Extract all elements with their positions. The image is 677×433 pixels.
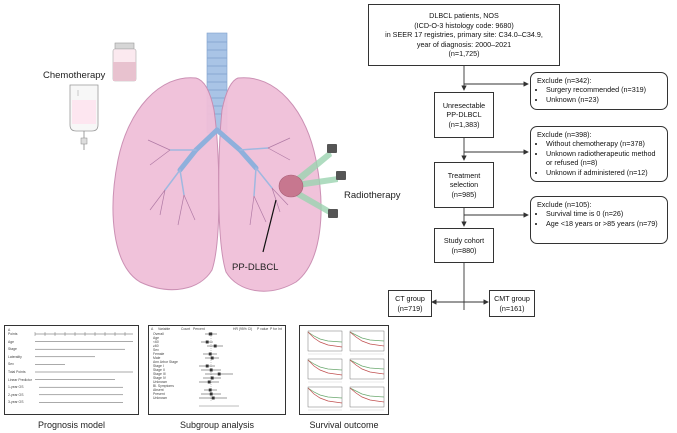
flow-box-exclude-surgery: Exclude (n=342): Surgery recommended (n=…	[530, 72, 668, 110]
flow-box-cmt-group: CMT group(n=161)	[489, 290, 535, 317]
flow-box-source-population: DLBCL patients, NOS(ICD-O-3 histology co…	[368, 4, 560, 66]
flow-box-exclude-survival: Exclude (n=105): Survival time is 0 (n=2…	[530, 196, 668, 244]
forest-plot-marks	[199, 332, 239, 407]
nomogram-scales	[34, 332, 133, 403]
medicine-bottle-icon	[112, 42, 137, 82]
panel-tag: A	[8, 328, 11, 332]
forest-header-variable: Variable	[158, 327, 171, 331]
iv-bag-icon	[69, 84, 99, 150]
km-curves	[307, 330, 385, 411]
pp-dlbcl-label: PP-DLBCL	[232, 262, 279, 273]
chemotherapy-label: Chemotherapy	[43, 70, 106, 81]
forest-header-percent: Percent	[193, 327, 205, 331]
forest-header-count: Count	[181, 327, 191, 331]
forest-header-pint: P for Int	[270, 327, 282, 331]
survival-outcome-panel	[299, 325, 389, 415]
survival-outcome-caption: Survival outcome	[309, 420, 379, 430]
prognosis-model-panel: A Points Age Stage Laterality Sex Total …	[4, 325, 139, 415]
prognosis-model-caption: Prognosis model	[37, 420, 106, 430]
radiation-beams	[292, 150, 338, 215]
subgroup-analysis-caption: Subgroup analysis	[179, 420, 255, 430]
flow-box-exclude-chemo: Exclude (n=398): Without chemotherapy (n…	[530, 126, 668, 182]
right-lung	[112, 77, 220, 291]
radiation-emitter-icon	[327, 144, 346, 218]
flow-box-study-cohort: Study cohort(n=880)	[434, 228, 494, 263]
flow-box-ct-group: CT group(n=719)	[388, 290, 432, 317]
tumor-mass	[278, 174, 304, 198]
subgroup-analysis-panel: A Variable Count Percent HR (95% CI) P v…	[148, 325, 286, 415]
forest-header-p: P value	[257, 327, 269, 331]
forest-header-hr: HR (95% CI)	[233, 327, 253, 331]
radiotherapy-label: Radiotherapy	[344, 190, 401, 201]
